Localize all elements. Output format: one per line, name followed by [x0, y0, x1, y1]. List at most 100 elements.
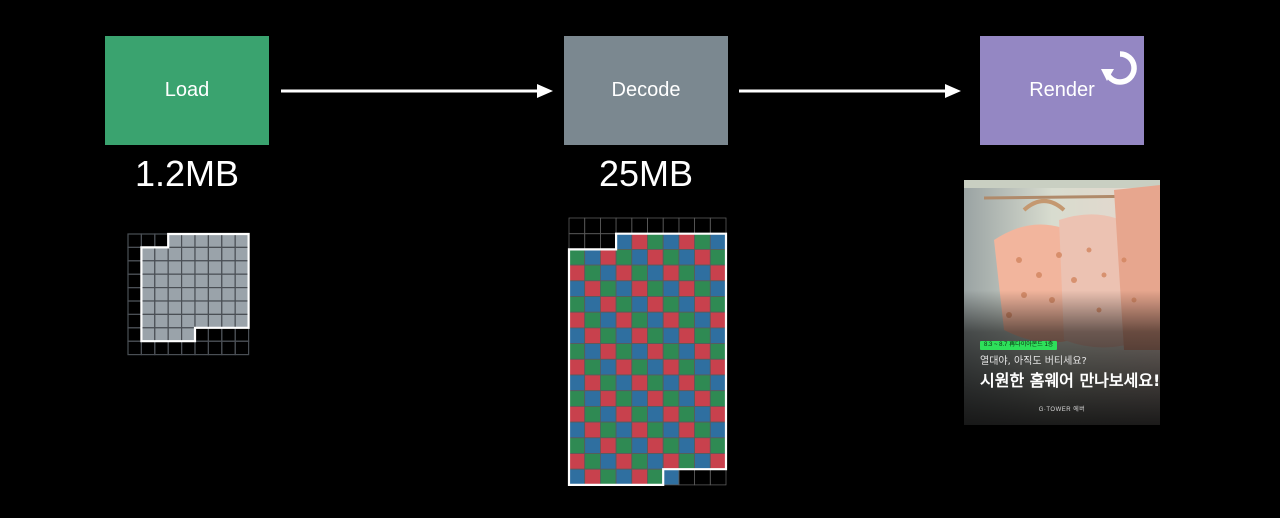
pixel-cell [600, 280, 617, 297]
pixel-cell [584, 249, 601, 266]
pixel-cell [584, 327, 601, 345]
pixel-cell [678, 437, 696, 454]
pixel-cell [662, 374, 680, 392]
pixel-cell [127, 260, 142, 275]
pixel-cell [615, 233, 633, 250]
pixel-cell [568, 217, 586, 235]
pixel-cell [615, 327, 633, 345]
pixel-cell [167, 313, 183, 329]
decode-to-render-arrow [739, 84, 961, 98]
pixel-cell [140, 286, 156, 302]
pixel-cell [207, 340, 223, 356]
pixel-cell [615, 421, 633, 439]
pixel-cell [221, 286, 236, 302]
promo-subtitle: 열대야, 아직도 버티세요? [980, 356, 1087, 367]
pixel-cell [180, 327, 196, 342]
pixel-cell [584, 390, 601, 407]
pixel-cell [600, 311, 617, 329]
pixel-cell [694, 264, 711, 282]
pixel-cell [584, 405, 601, 423]
pixel-cell [631, 233, 648, 250]
rendered-photo [964, 180, 1160, 425]
pixel-cell [694, 437, 711, 454]
pixel-cell [221, 327, 236, 342]
pixel-cell [584, 264, 601, 282]
pixel-cell [631, 343, 648, 360]
pixel-cell [662, 405, 680, 423]
pixel-cell [662, 327, 680, 345]
pixel-cell [584, 358, 601, 376]
pixel-cell [568, 358, 586, 376]
pixel-cell [154, 300, 169, 315]
decode-size-label: 25MB [598, 153, 694, 194]
pixel-cell [600, 437, 617, 454]
pixel-cell [568, 343, 586, 360]
pixel-cell [180, 273, 196, 289]
pixel-cell [631, 358, 648, 376]
pixel-cell [678, 233, 696, 250]
pixel-cell [207, 327, 223, 342]
grid-outline [567, 232, 728, 486]
pixel-cell [584, 233, 601, 250]
pixel-cell [584, 280, 601, 297]
pixel-cell [194, 286, 209, 302]
pixel-cell [584, 217, 601, 235]
load-size-label: 1.2MB [134, 153, 240, 194]
pixel-cell [167, 340, 183, 356]
pixel-cell [694, 468, 711, 486]
pixel-cell [631, 217, 648, 235]
pixel-cell [647, 374, 664, 392]
pixel-cell [167, 260, 183, 275]
pixel-cell [662, 217, 680, 235]
pixel-cell [600, 374, 617, 392]
pixel-cell [694, 280, 711, 297]
pixel-cell [615, 343, 633, 360]
pixel-cell [678, 280, 696, 297]
pixel-cell [678, 327, 696, 345]
pixel-cell [167, 327, 183, 342]
pixel-cell [140, 300, 156, 315]
rotate-cw-icon [1101, 51, 1137, 85]
pixel-cell [568, 296, 586, 313]
pixel-cell [647, 327, 664, 345]
render-stage-box: Render [980, 36, 1144, 145]
pixel-cell [154, 340, 169, 356]
pixel-cell [127, 273, 142, 289]
pixel-cell [647, 453, 664, 470]
pixel-cell [234, 260, 250, 275]
pixel-cell [167, 233, 183, 248]
pixel-cell [207, 260, 223, 275]
pixel-cell [709, 453, 727, 470]
pixel-cell [600, 453, 617, 470]
pixel-cell [568, 233, 586, 250]
grid-outline [140, 232, 250, 343]
pixel-cell [180, 260, 196, 275]
pixel-cell [615, 468, 633, 486]
pixel-cell [662, 468, 680, 486]
pixel-cell [631, 280, 648, 297]
pixel-cell [631, 327, 648, 345]
pixel-cell [694, 453, 711, 470]
pixel-cell [662, 358, 680, 376]
pixel-cell [154, 233, 169, 248]
decoded-pixel-grid [567, 217, 728, 486]
pixel-cell [140, 273, 156, 289]
pixel-cell [584, 343, 601, 360]
pixel-cell [647, 437, 664, 454]
pixel-cell [194, 340, 209, 356]
pixel-cell [694, 374, 711, 392]
pixel-cell [180, 300, 196, 315]
render-stage-label: Render [1029, 79, 1095, 101]
pixel-cell [234, 300, 250, 315]
pixel-cell [694, 311, 711, 329]
pixel-cell [694, 217, 711, 235]
pixel-cell [678, 405, 696, 423]
load-to-decode-arrow [281, 84, 553, 98]
pixel-cell [615, 311, 633, 329]
pixel-cell [662, 343, 680, 360]
pixel-cell [709, 374, 727, 392]
pixel-cell [207, 273, 223, 289]
pixel-cell [694, 421, 711, 439]
pixel-cell [568, 280, 586, 297]
pixel-cell [615, 280, 633, 297]
